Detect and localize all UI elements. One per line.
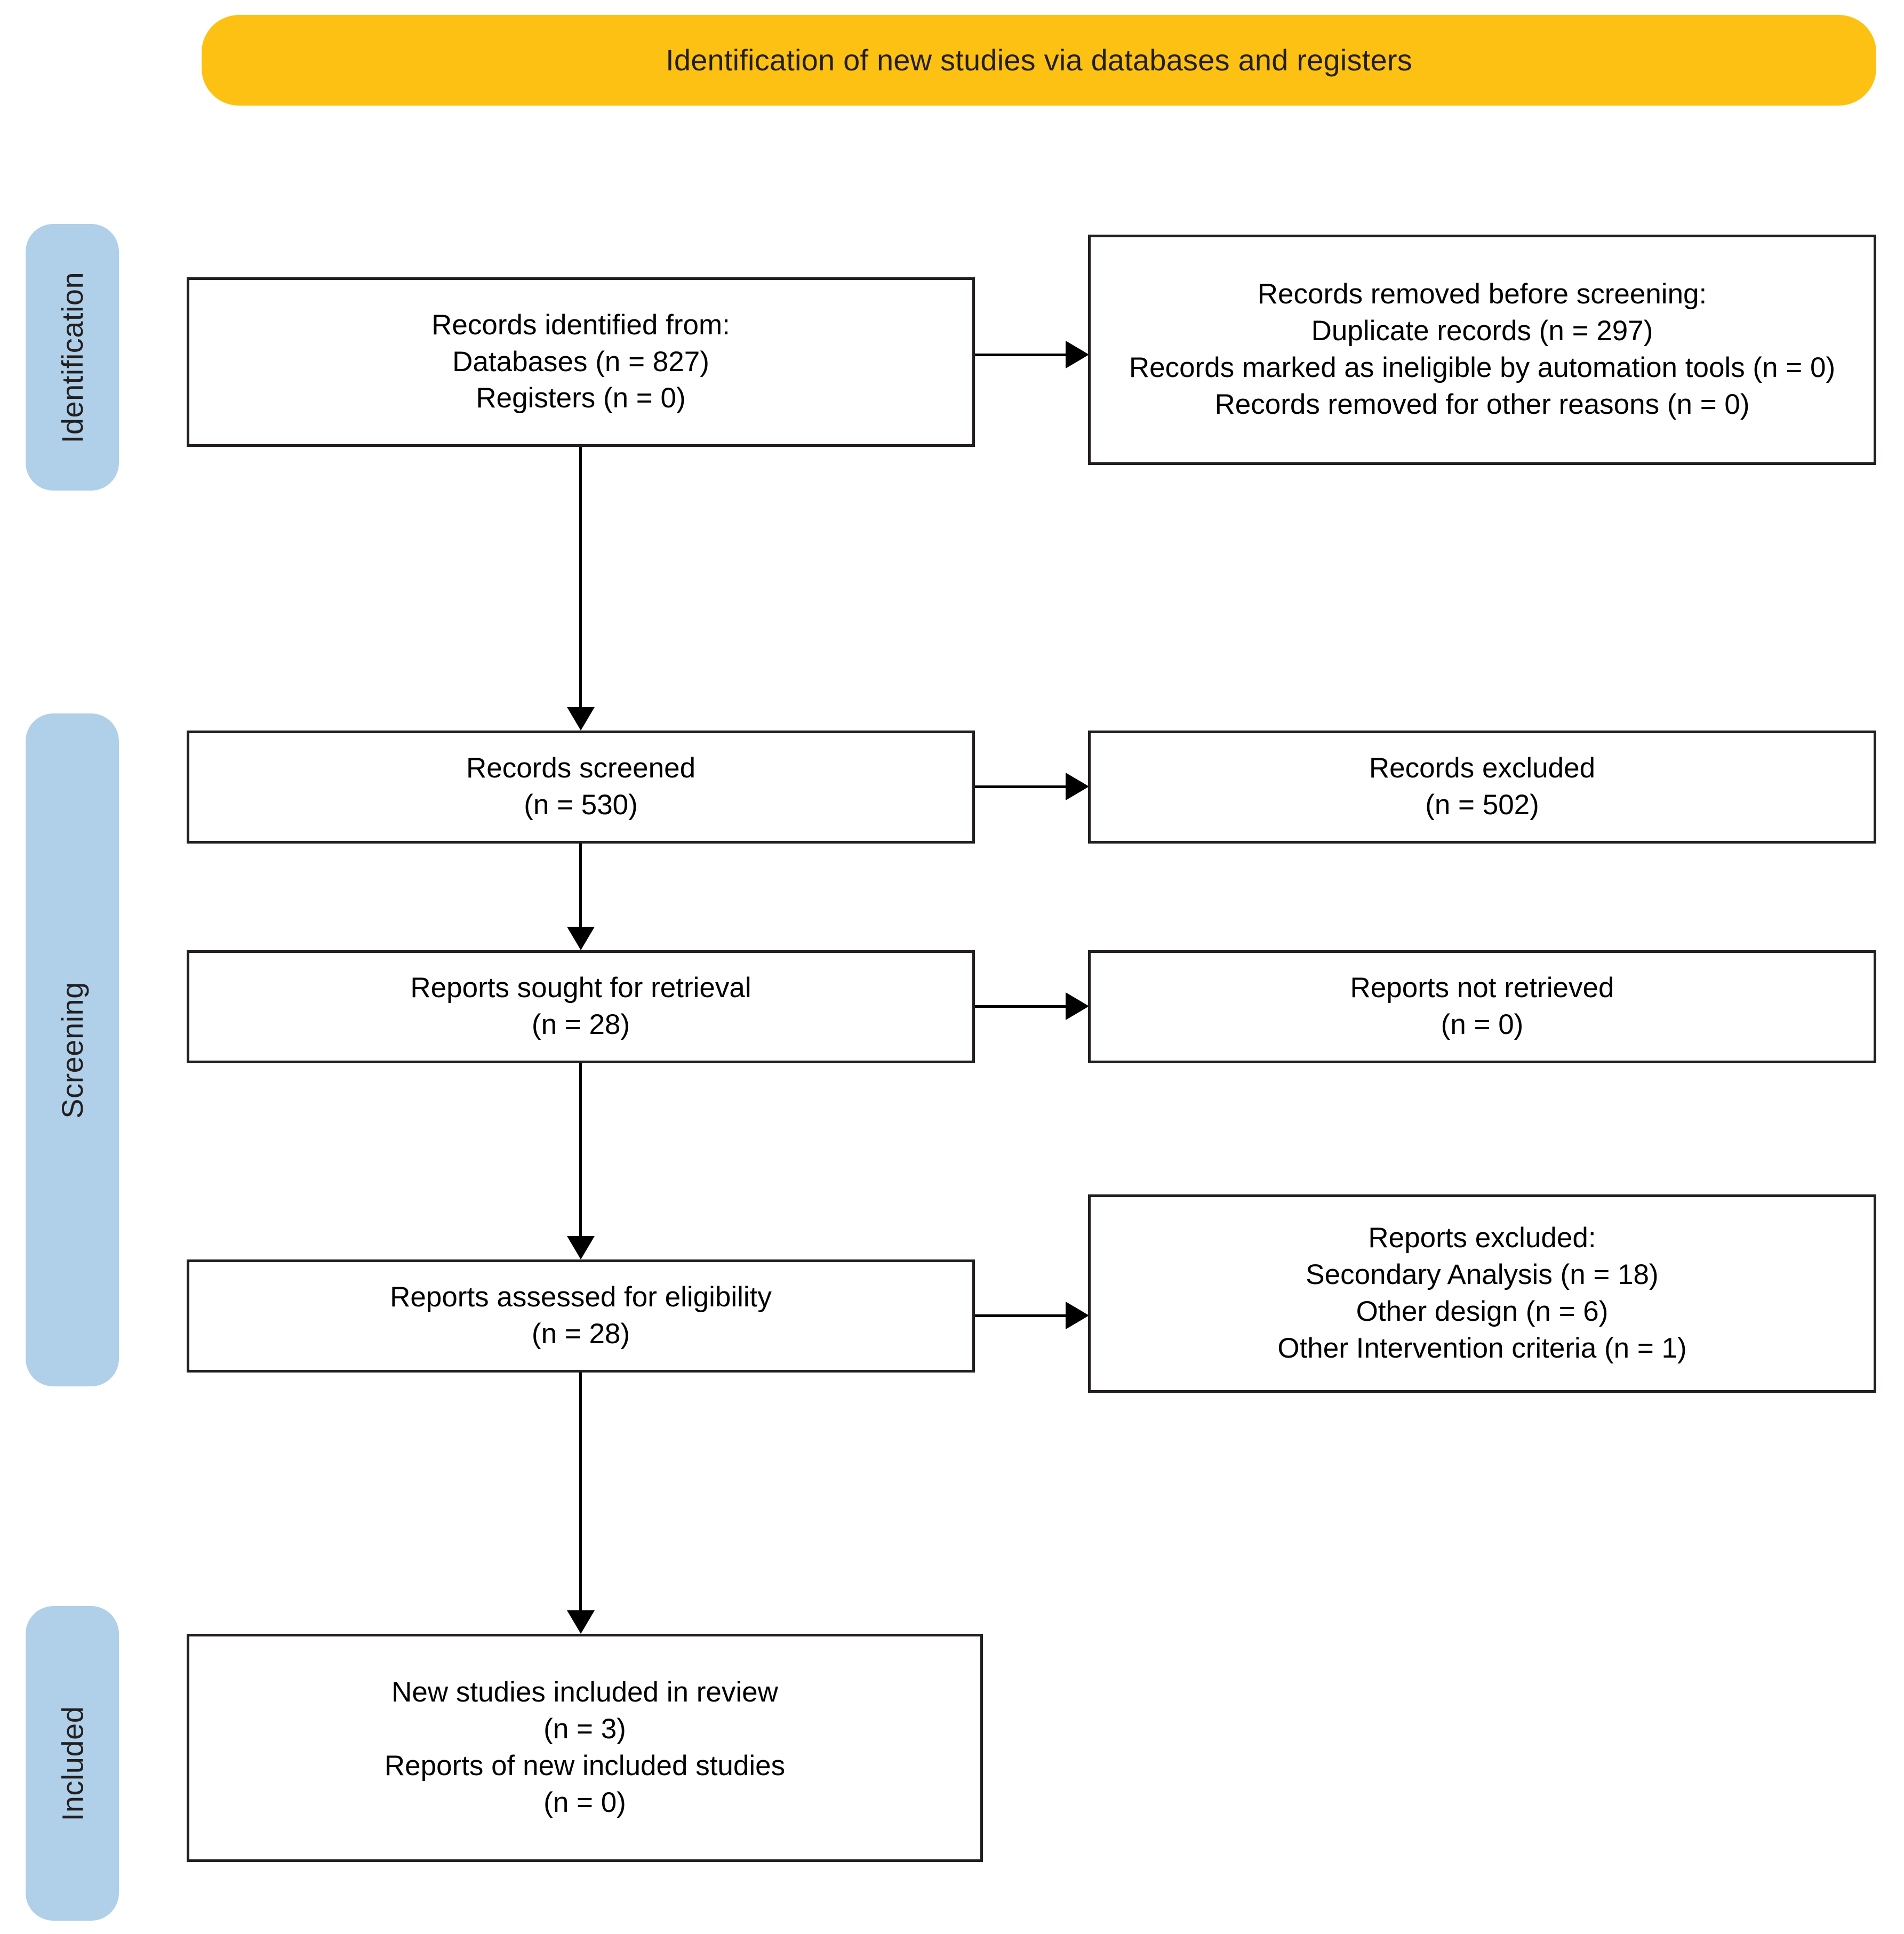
box-new-studies-line-3: Reports of new included studies xyxy=(384,1750,786,1781)
box-new-studies-included-in-review: New studies included in review (n = 3) R… xyxy=(187,1634,983,1862)
connector-identified-to-removed-line xyxy=(975,354,1069,356)
box-records-identified: Records identified from: Databases (n = … xyxy=(187,277,975,447)
box-records-removed-line-4: Records removed for other reasons (n = 0… xyxy=(1214,388,1750,420)
stage-pill-identification: Identification xyxy=(26,224,119,491)
connector-assessed-to-included-line xyxy=(579,1373,582,1612)
connector-sought-to-not-retrieved-line xyxy=(975,1005,1069,1008)
box-records-screened: Records screened (n = 530) xyxy=(187,731,975,844)
connector-assessed-to-reports-excluded-arrowhead xyxy=(1066,1302,1089,1329)
box-reports-excluded-line-4: Other Intervention criteria (n = 1) xyxy=(1277,1332,1687,1364)
box-reports-assessed-line-1: Reports assessed for eligibility xyxy=(390,1281,772,1313)
box-records-identified-line-1: Records identified from: xyxy=(431,309,730,341)
box-reports-sought-line-1: Reports sought for retrieval xyxy=(410,972,751,1004)
box-records-excluded-line-1: Records excluded xyxy=(1369,752,1596,784)
stage-label-screening: Screening xyxy=(55,981,90,1119)
connector-sought-to-assessed-line xyxy=(579,1063,582,1238)
box-new-studies-line-1: New studies included in review xyxy=(391,1676,778,1708)
box-reports-excluded-line-1: Reports excluded: xyxy=(1368,1222,1596,1254)
box-records-removed-line-2: Duplicate records (n = 297) xyxy=(1311,315,1653,347)
stage-banner-identification-header: Identification of new studies via databa… xyxy=(202,15,1876,106)
stage-pill-screening: Screening xyxy=(26,713,119,1386)
box-reports-excluded-line-3: Other design (n = 6) xyxy=(1356,1296,1609,1327)
box-reports-sought-for-retrieval: Reports sought for retrieval (n = 28) xyxy=(187,950,975,1063)
box-reports-excluded-line-2: Secondary Analysis (n = 18) xyxy=(1306,1259,1659,1291)
box-records-removed-line-3: Records marked as ineligible by automati… xyxy=(1129,352,1836,383)
connector-sought-to-not-retrieved-arrowhead xyxy=(1066,992,1089,1020)
connector-identified-to-screened-arrowhead xyxy=(567,707,595,731)
connector-assessed-to-included-arrowhead xyxy=(567,1610,595,1634)
connector-screened-to-excluded-line xyxy=(975,785,1069,788)
box-reports-excluded: Reports excluded: Secondary Analysis (n … xyxy=(1088,1194,1876,1393)
box-records-excluded: Records excluded (n = 502) xyxy=(1088,731,1876,844)
connector-screened-to-excluded-arrowhead xyxy=(1066,773,1089,800)
connector-assessed-to-reports-excluded-line xyxy=(975,1314,1069,1317)
box-records-identified-line-3: Registers (n = 0) xyxy=(476,382,686,414)
connector-screened-to-sought-arrowhead xyxy=(567,927,595,950)
box-records-screened-line-2: (n = 530) xyxy=(524,789,638,821)
box-reports-not-retrieved: Reports not retrieved (n = 0) xyxy=(1088,950,1876,1063)
box-new-studies-line-2: (n = 3) xyxy=(543,1713,626,1745)
connector-identified-to-screened-line xyxy=(579,447,582,709)
box-records-excluded-line-2: (n = 502) xyxy=(1425,789,1539,821)
box-records-identified-line-2: Databases (n = 827) xyxy=(452,346,709,378)
box-records-removed-line-1: Records removed before screening: xyxy=(1257,278,1707,310)
box-new-studies-line-4: (n = 0) xyxy=(543,1786,626,1818)
box-records-screened-line-1: Records screened xyxy=(466,752,696,784)
stage-pill-included: Included xyxy=(26,1606,119,1921)
stage-label-included: Included xyxy=(55,1706,90,1821)
connector-identified-to-removed-arrowhead xyxy=(1066,341,1089,368)
box-reports-assessed-for-eligibility: Reports assessed for eligibility (n = 28… xyxy=(187,1259,975,1373)
diagram-title: Identification of new studies via databa… xyxy=(666,43,1412,77)
box-records-removed-before-screening: Records removed before screening: Duplic… xyxy=(1088,235,1876,465)
stage-label-identification: Identification xyxy=(55,271,89,443)
box-reports-not-retrieved-line-2: (n = 0) xyxy=(1441,1009,1524,1040)
connector-sought-to-assessed-arrowhead xyxy=(567,1236,595,1259)
box-reports-not-retrieved-line-1: Reports not retrieved xyxy=(1350,972,1614,1004)
box-reports-sought-line-2: (n = 28) xyxy=(531,1009,630,1040)
box-reports-assessed-line-2: (n = 28) xyxy=(531,1318,630,1350)
connector-screened-to-sought-line xyxy=(579,844,582,929)
